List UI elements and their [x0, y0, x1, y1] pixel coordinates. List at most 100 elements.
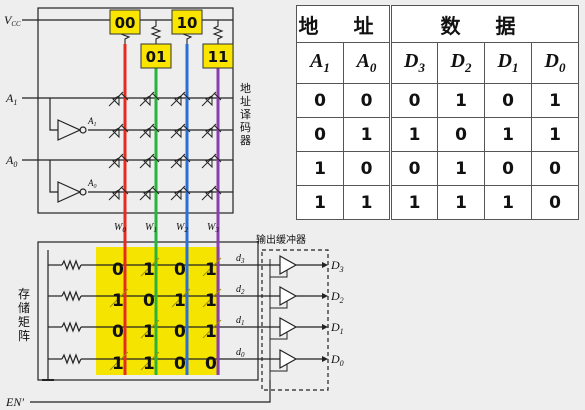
bit-line-resistor [61, 353, 82, 365]
table-cell: 1 [296, 185, 344, 220]
matrix-diode [202, 319, 222, 339]
table-cell: 0 [296, 83, 344, 118]
matrix-highlight [96, 247, 220, 375]
matrix-diode [140, 319, 160, 339]
matrix-bit: 1 [143, 322, 155, 342]
bit-line-resistor [61, 259, 82, 271]
decoder-diode [174, 127, 182, 139]
bit-line-label: d1 [236, 315, 245, 327]
table-cell: 1 [343, 185, 391, 220]
word-code-label: 00 [115, 14, 136, 32]
table-col-header: D0 [531, 42, 579, 84]
table-cell: 0 [484, 83, 532, 118]
decoder-frame [37, 7, 234, 214]
decoder-diode-lead [201, 153, 217, 169]
matrix-bit: 1 [174, 291, 186, 311]
decoder-diode [205, 95, 213, 107]
output-label: D1 [330, 320, 344, 336]
a0-inverter-bubble [79, 188, 87, 196]
decoder-diode [143, 127, 151, 139]
matrix-bit: 0 [174, 260, 186, 280]
decoder-diode-bar [120, 186, 129, 195]
matrix-bit: 0 [174, 322, 186, 342]
decoder-diode-lead [170, 153, 186, 169]
matrix-diode [171, 288, 191, 308]
en-label: EN' [5, 395, 24, 409]
table-col-header: D2 [437, 42, 485, 84]
matrix-bit: 0 [112, 260, 124, 280]
decoder-diode [143, 157, 151, 169]
matrix-diode [202, 257, 222, 277]
table-header-data: 数 据 [389, 5, 579, 43]
table-cell: 0 [296, 117, 344, 152]
matrix-label: 存储矩阵 [18, 287, 30, 343]
decoder-diode [143, 189, 151, 201]
decoder-diode-lead [201, 91, 217, 107]
table-cell: 1 [389, 117, 438, 152]
word-code-label: 10 [177, 14, 198, 32]
decoder-diode-bar [182, 154, 191, 163]
table-cell: 1 [437, 151, 485, 186]
buffer-label: 输出缓冲器 [256, 233, 306, 246]
decoder-diode-lead [170, 123, 186, 139]
matrix-bit: 0 [143, 291, 155, 311]
table-cell: 0 [343, 151, 391, 186]
pullup-resistor [150, 20, 162, 44]
matrix-bit: 1 [205, 291, 217, 311]
a0-branch [49, 160, 58, 193]
decoder-diode-bar [182, 186, 191, 195]
decoder-diode-lead [139, 123, 155, 139]
table-cell: 1 [389, 185, 438, 220]
buffer-enable-line [270, 301, 288, 309]
decoder-diode-lead [170, 185, 186, 201]
output-arrow [322, 356, 328, 362]
decoder-diode-bar [151, 154, 160, 163]
table-cell: 0 [389, 151, 438, 186]
table-cell: 1 [531, 117, 579, 152]
decoder-diode-lead [139, 91, 155, 107]
a1-label: A1 [5, 91, 17, 107]
table-cell: 0 [531, 151, 579, 186]
word-code-box-01 [140, 43, 172, 69]
a0-buffer-label: A0 [87, 178, 97, 190]
word-code-label: 01 [146, 48, 167, 66]
output-arrow [322, 293, 328, 299]
matrix-diode [140, 257, 160, 277]
a1-inverter [57, 119, 82, 141]
a1-branch [49, 98, 58, 131]
output-buffer [279, 254, 298, 276]
matrix-bit: 1 [143, 354, 155, 374]
decoder-diode-lead [108, 91, 124, 107]
output-label: D2 [330, 289, 344, 305]
bit-line-resistor [61, 290, 82, 302]
word-code-label: 11 [208, 48, 229, 66]
table-cell: 0 [389, 83, 438, 118]
matrix-bit: 0 [205, 354, 217, 374]
bit-line-label: d3 [236, 253, 245, 265]
buffer-enable-line [270, 270, 288, 278]
matrix-diode [140, 351, 160, 371]
output-buffer [279, 316, 298, 338]
decoder-diode-lead [108, 185, 124, 201]
decoder-diode [205, 127, 213, 139]
decoder-diode-bar [120, 124, 129, 133]
decoder-diode-lead [108, 123, 124, 139]
output-arrow [322, 324, 328, 330]
decoder-diode-bar [151, 124, 160, 133]
vcc-label: VCC [4, 13, 21, 28]
decoder-diode [205, 189, 213, 201]
word-line-label: W0 [114, 222, 126, 234]
matrix-diode [109, 288, 129, 308]
bit-line-label: d2 [236, 284, 245, 296]
output-label: D3 [330, 258, 344, 274]
decoder-diode-bar [213, 92, 222, 101]
decoder-diode-bar [182, 92, 191, 101]
decoder-diode [174, 95, 182, 107]
word-line-label: W1 [145, 222, 157, 234]
decoder-diode [112, 95, 120, 107]
decoder-diode [112, 157, 120, 169]
decoder-diode [174, 157, 182, 169]
table-cell: 1 [437, 185, 485, 220]
